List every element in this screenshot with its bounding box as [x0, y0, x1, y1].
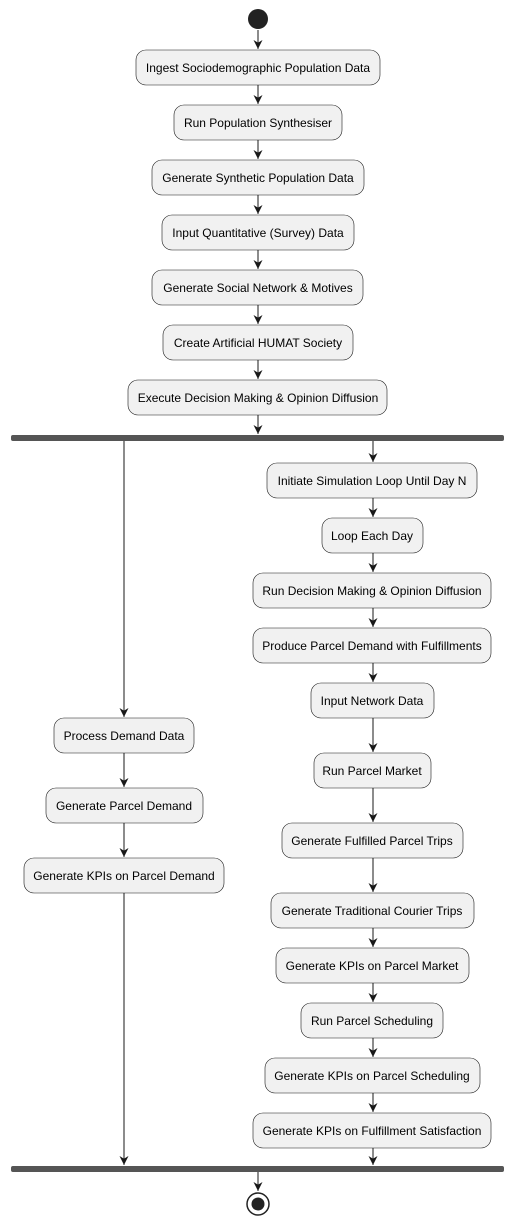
svg-text:Input Quantitative (Survey) Da: Input Quantitative (Survey) Data: [172, 226, 344, 240]
node-traditional-courier-trips: Generate Traditional Courier Trips: [270, 892, 475, 929]
svg-text:Ingest Sociodemographic Popula: Ingest Sociodemographic Population Data: [146, 61, 370, 75]
node-run-decision-making: Run Decision Making & Opinion Diffusion: [252, 572, 492, 609]
node-generate-social-network: Generate Social Network & Motives: [151, 269, 364, 306]
node-kpis-parcel-market: Generate KPIs on Parcel Market: [275, 947, 470, 984]
node-kpis-fulfillment-satisfaction: Generate KPIs on Fulfillment Satisfactio…: [252, 1112, 492, 1149]
join-bar: [11, 1166, 504, 1172]
end-node: [246, 1192, 270, 1216]
svg-text:Initiate Simulation Loop Until: Initiate Simulation Loop Until Day N: [278, 474, 467, 488]
svg-text:Generate Traditional Courier T: Generate Traditional Courier Trips: [282, 904, 463, 918]
node-generate-parcel-demand: Generate Parcel Demand: [45, 787, 204, 824]
svg-text:Generate KPIs on Fulfillment S: Generate KPIs on Fulfillment Satisfactio…: [263, 1124, 482, 1138]
node-run-parcel-market: Run Parcel Market: [313, 752, 432, 789]
svg-text:Produce Parcel Demand with Ful: Produce Parcel Demand with Fulfillments: [262, 639, 481, 653]
node-generate-synthetic-population: Generate Synthetic Population Data: [151, 159, 365, 196]
svg-text:Run Decision Making & Opinion: Run Decision Making & Opinion Diffusion: [262, 584, 481, 598]
node-run-parcel-scheduling: Run Parcel Scheduling: [300, 1002, 444, 1039]
svg-text:Generate Parcel Demand: Generate Parcel Demand: [56, 799, 192, 813]
node-fulfilled-parcel-trips: Generate Fulfilled Parcel Trips: [281, 822, 464, 859]
svg-text:Execute Decision Making & Opin: Execute Decision Making & Opinion Diffus…: [138, 391, 379, 405]
svg-text:Run Parcel Market: Run Parcel Market: [322, 764, 422, 778]
node-input-network-data: Input Network Data: [310, 682, 435, 719]
svg-text:Loop Each Day: Loop Each Day: [331, 529, 413, 543]
svg-text:Run Parcel Scheduling: Run Parcel Scheduling: [311, 1014, 433, 1028]
node-create-humat-society: Create Artificial HUMAT Society: [162, 324, 354, 361]
node-input-survey-data: Input Quantitative (Survey) Data: [161, 214, 355, 251]
svg-text:Process Demand Data: Process Demand Data: [64, 729, 185, 743]
node-ingest-population-data: Ingest Sociodemographic Population Data: [135, 49, 381, 86]
svg-text:Generate KPIs on Parcel Demand: Generate KPIs on Parcel Demand: [33, 869, 214, 883]
node-kpis-parcel-scheduling: Generate KPIs on Parcel Scheduling: [264, 1057, 481, 1094]
svg-text:Generate KPIs on Parcel Schedu: Generate KPIs on Parcel Scheduling: [274, 1069, 469, 1083]
node-initiate-simulation-loop: Initiate Simulation Loop Until Day N: [266, 462, 478, 499]
svg-text:Run Population Synthesiser: Run Population Synthesiser: [184, 116, 332, 130]
edges: [119, 30, 378, 1191]
fork-bar: [11, 435, 504, 441]
node-process-demand-data: Process Demand Data: [53, 717, 195, 754]
svg-text:Generate Synthetic Population: Generate Synthetic Population Data: [162, 171, 354, 185]
node-kpis-parcel-demand: Generate KPIs on Parcel Demand: [23, 857, 225, 894]
node-run-population-synthesiser: Run Population Synthesiser: [173, 104, 343, 141]
svg-text:Generate Fulfilled Parcel Trip: Generate Fulfilled Parcel Trips: [291, 834, 452, 848]
svg-text:Create Artificial HUMAT Societ: Create Artificial HUMAT Society: [174, 336, 342, 350]
node-execute-decision-making: Execute Decision Making & Opinion Diffus…: [127, 379, 388, 416]
svg-text:Generate Social Network & Moti: Generate Social Network & Motives: [163, 281, 352, 295]
start-node: [248, 9, 268, 29]
svg-text:Input Network Data: Input Network Data: [321, 694, 424, 708]
node-loop-each-day: Loop Each Day: [321, 517, 424, 554]
node-produce-parcel-demand: Produce Parcel Demand with Fulfillments: [252, 627, 492, 664]
svg-text:Generate KPIs on Parcel Market: Generate KPIs on Parcel Market: [286, 959, 459, 973]
